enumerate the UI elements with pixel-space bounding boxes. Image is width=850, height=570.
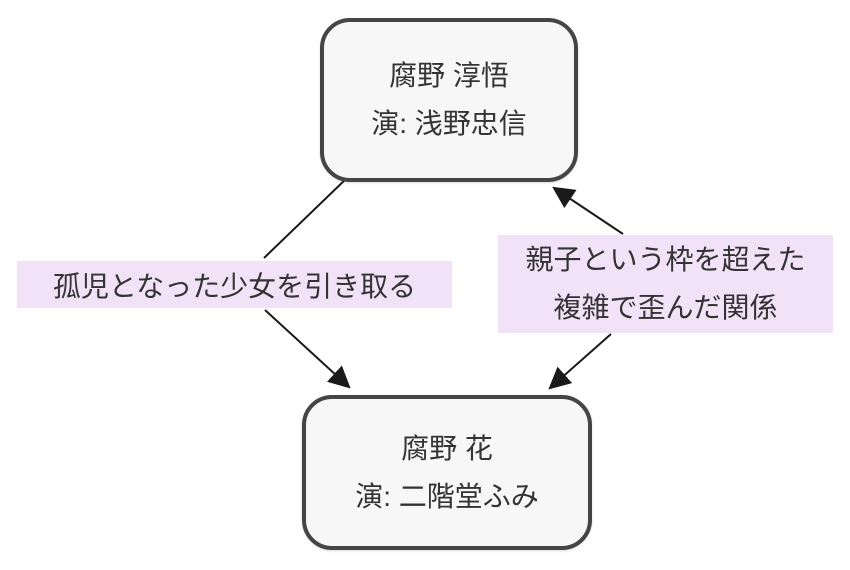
node-kusano-jungo-name: 腐野 淳悟 <box>389 60 509 92</box>
node-kusano-hana: 腐野 花 演: 二階堂ふみ <box>302 395 592 550</box>
edge-right-upper-segment-arrow-up-icon <box>552 186 624 235</box>
edge-label-right: 親子という枠を超えた 複雑で歪んだ関係 <box>498 235 833 333</box>
edge-left-upper-segment <box>263 176 349 259</box>
edge-label-left-text: 孤児となった少女を引き取る <box>52 270 417 302</box>
node-kusano-hana-actor: 演: 二階堂ふみ <box>355 480 539 512</box>
edge-label-left: 孤児となった少女を引き取る <box>17 261 452 308</box>
edge-label-right-text-line2: 複雑で歪んだ関係 <box>553 292 778 323</box>
node-kusano-jungo-actor: 演: 浅野忠信 <box>371 108 527 139</box>
edge-label-right-text-line1: 親子という枠を超えた <box>525 244 806 275</box>
node-kusano-jungo: 腐野 淳悟 演: 浅野忠信 <box>320 18 578 182</box>
node-kusano-hana-name: 腐野 花 <box>401 432 493 464</box>
edge-right-lower-segment-arrow-down-icon <box>548 333 612 390</box>
edge-left-lower-segment-arrow-down-icon <box>264 309 351 389</box>
